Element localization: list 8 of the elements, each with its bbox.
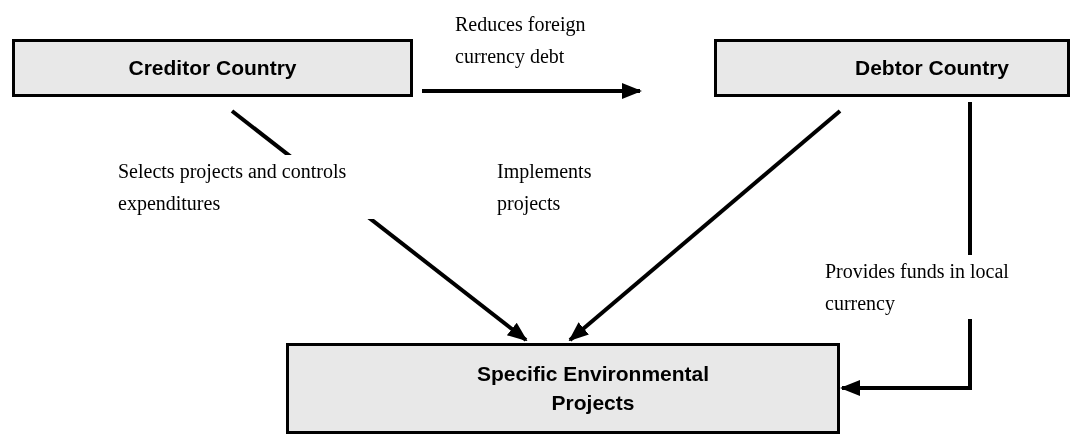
- arrow: [568, 109, 842, 342]
- process-box: [286, 343, 840, 434]
- arrow: [422, 83, 642, 99]
- box-label: Creditor Country: [128, 54, 297, 81]
- process-box: [12, 39, 413, 97]
- process-box: [714, 39, 1070, 97]
- box-label: Specific Environmental Projects: [475, 361, 711, 416]
- box-label: Debtor Country: [854, 54, 1009, 81]
